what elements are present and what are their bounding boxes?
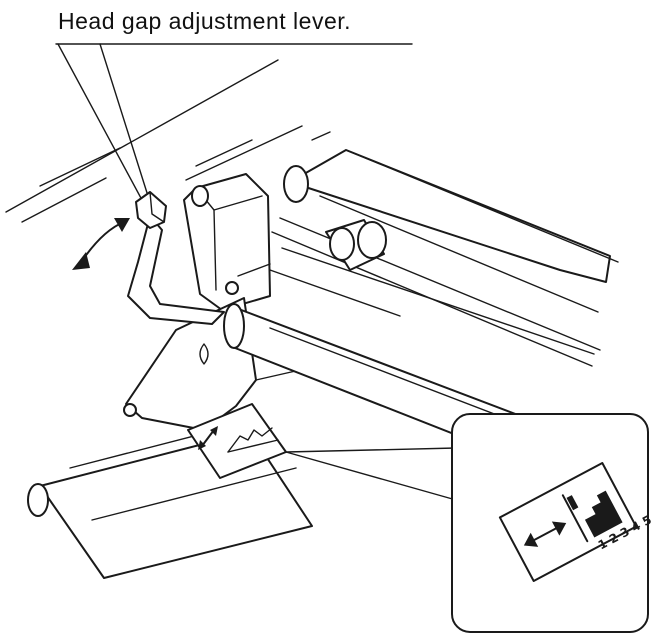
callout-leader [55,43,413,201]
inset-magnified-view: 1 2 3 4 5 [451,413,654,633]
platen-shaft [269,149,619,355]
printer-housing-lines [5,59,331,223]
carriage-frame [183,173,271,311]
gauge-label-on-printer [187,403,287,479]
guide-rod [271,217,601,367]
head-gap-lever [127,191,225,325]
inset-leader-lines [285,447,457,501]
head-gap-lever-callout-label: Head gap adjustment lever. [58,8,352,34]
lever-movement-arrow-icon [72,218,130,270]
